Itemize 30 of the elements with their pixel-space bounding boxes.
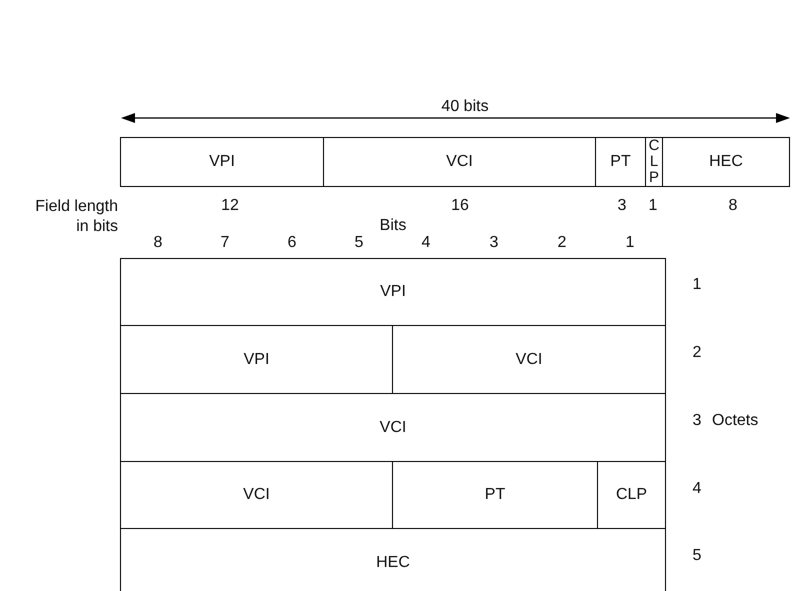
header-field: PT [595, 137, 646, 187]
octet-number: 3 [692, 412, 702, 430]
bit-number: 8 [154, 234, 162, 252]
field-length-number: 8 [728, 197, 738, 215]
header-field: VPI [120, 258, 666, 326]
field-length-number: 1 [648, 197, 658, 215]
bit-number: 1 [626, 234, 634, 252]
header-field: VPI [120, 137, 324, 187]
octet-number: 4 [692, 480, 702, 498]
field-length-number: 3 [618, 197, 626, 215]
octet-number: 2 [692, 344, 702, 362]
header-field: HEC [662, 137, 790, 187]
dimension-label: 40 bits [441, 98, 489, 116]
axis-label: Octets [712, 412, 758, 430]
header-field: CLP [645, 137, 663, 187]
bit-number: 7 [220, 234, 230, 252]
octet-number: 5 [692, 547, 702, 565]
bit-number: 5 [354, 234, 364, 252]
header-field: VCI [323, 137, 596, 187]
header-field: VCI [120, 393, 666, 462]
bit-number: 6 [288, 234, 296, 252]
bit-number: 2 [558, 234, 566, 252]
bit-number: 3 [490, 234, 498, 252]
bit-number: 4 [422, 234, 430, 252]
field-length-number: 16 [451, 197, 469, 215]
octet-number: 1 [692, 276, 702, 294]
field-length-number: 12 [221, 197, 239, 215]
header-field: HEC [120, 528, 666, 591]
axis-label: Bits [380, 217, 406, 235]
axis-label: Field length in bits [34, 197, 118, 237]
